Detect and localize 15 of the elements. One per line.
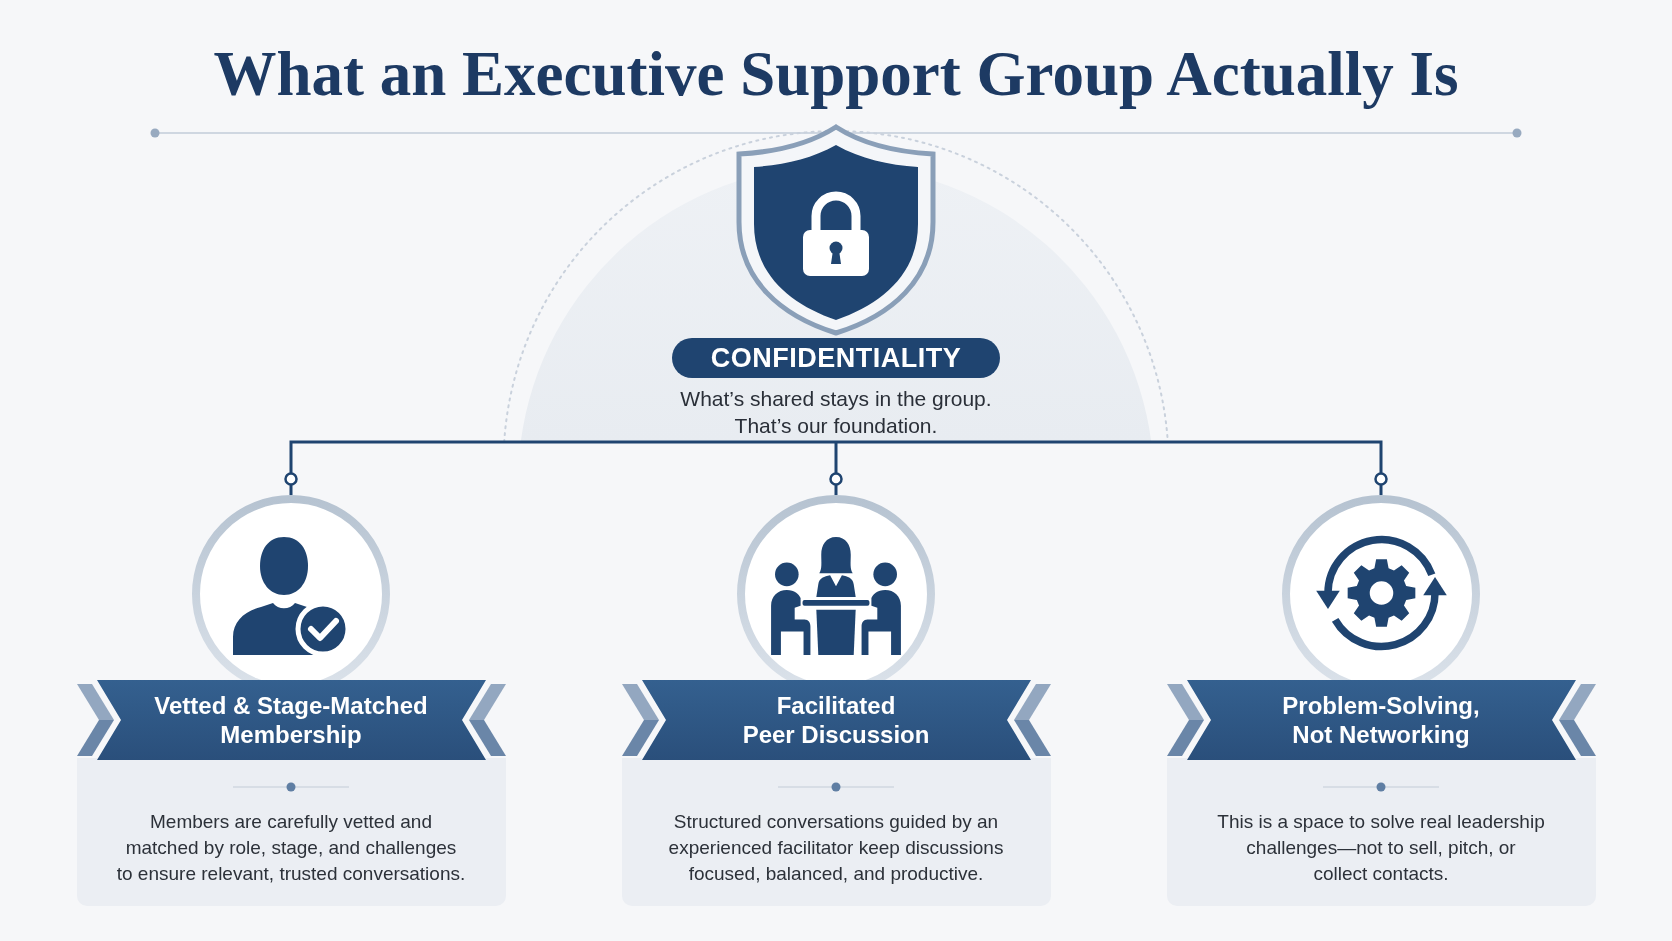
feature-card xyxy=(1166,680,1596,906)
heading-pill: CONFIDENTIALITY xyxy=(672,338,1000,378)
card-description: Structured conversations guided by an experienced facilitator keep discussions focused, balanced, and productive. xyxy=(668,810,1004,886)
diagram-title: What an Executive Support Group Actually Is xyxy=(213,38,1459,110)
connector-line xyxy=(829,440,843,495)
feature-card xyxy=(621,680,1051,906)
dome-description: What’s shared stays in the group. That’s our foundation. xyxy=(680,386,992,439)
connector-line xyxy=(284,440,836,495)
card-description: Members are carefully vetted and matched by role, stage, and challenges to ensure relevant, trusted conversations. xyxy=(116,810,466,886)
feature-card xyxy=(76,680,506,906)
card-title: Vetted & Stage-Matched Membership xyxy=(154,691,428,749)
card-description: This is a space to solve real leadership challenges—not to sell, pitch, or collect contacts. xyxy=(1217,810,1545,886)
card-title: Problem-Solving, Not Networking xyxy=(1282,691,1480,749)
connector-line xyxy=(836,440,1388,495)
card-title: Facilitated Peer Discussion xyxy=(742,691,930,749)
